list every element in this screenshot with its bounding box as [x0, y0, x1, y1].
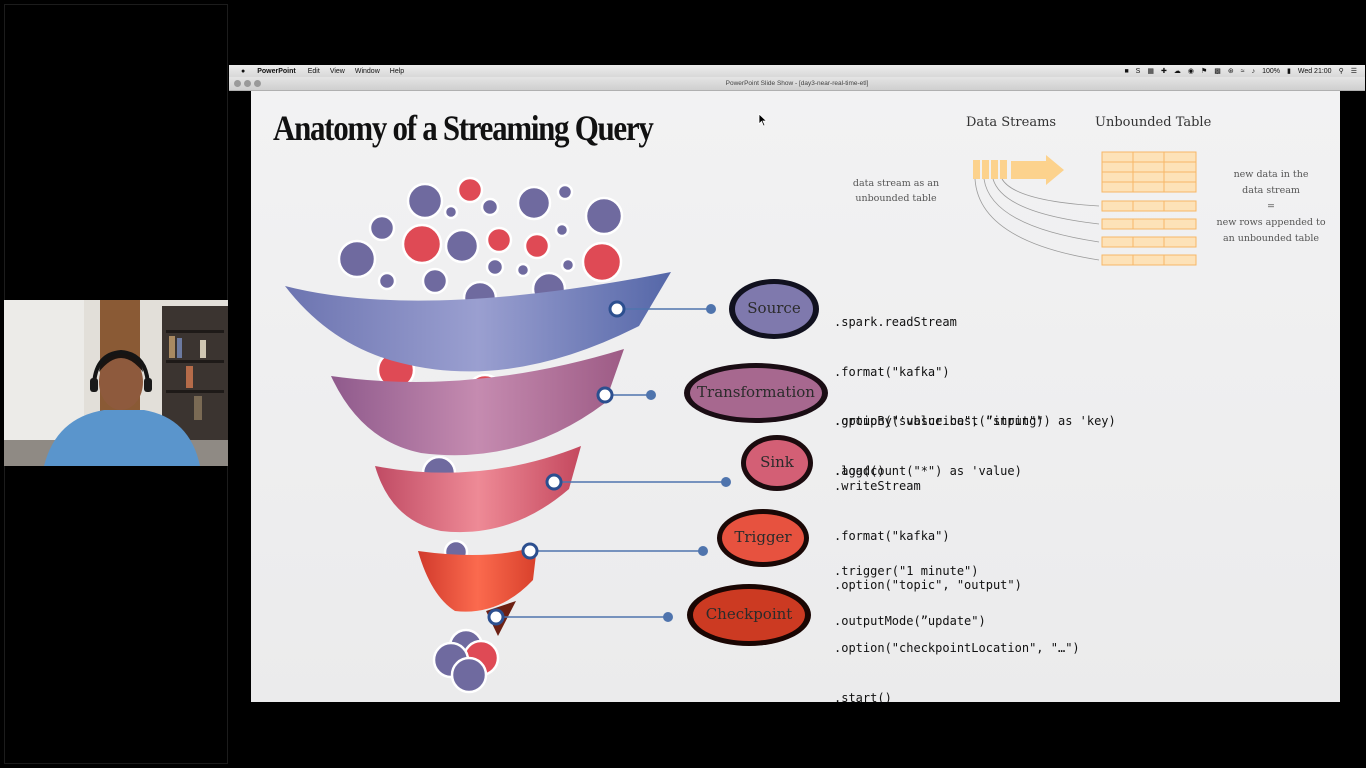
- left-note: data stream as an unbounded table: [841, 176, 951, 206]
- display-icon[interactable]: ▩: [1214, 68, 1221, 75]
- minimize-window-button[interactable]: [244, 80, 251, 87]
- left-note-line: unbounded table: [855, 193, 937, 204]
- apple-icon[interactable]: ●: [241, 67, 246, 75]
- code-trigger: .trigger("1 minute") .outputMode(”update…: [834, 530, 986, 662]
- menu-list-icon[interactable]: ☰: [1350, 68, 1357, 75]
- connector-endpoints: [487, 300, 731, 626]
- window-title: PowerPoint Slide Show - [day3-near-real-…: [725, 80, 869, 87]
- right-note-line: data stream: [1242, 185, 1300, 196]
- window-title-bar: PowerPoint Slide Show - [day3-near-real-…: [229, 77, 1365, 91]
- cloud-icon[interactable]: ☁: [1173, 68, 1181, 75]
- code-line: .option("subscribe", ”input"): [834, 414, 1044, 428]
- code-line: .start(): [834, 690, 892, 703]
- webcam-video: [4, 300, 228, 466]
- gamepad-icon[interactable]: ✚: [1160, 68, 1167, 75]
- flag-icon[interactable]: ⚑: [1200, 68, 1208, 75]
- volume-icon[interactable]: ♪: [1251, 67, 1256, 75]
- stage-label-checkpoint: Checkpoint: [705, 605, 793, 623]
- unbounded-table-diagram: [973, 151, 1197, 266]
- code-line: .load(): [834, 463, 885, 478]
- left-note-line: data stream as an: [852, 178, 940, 189]
- code-line: .spark.readStream: [834, 315, 957, 329]
- wifi-icon[interactable]: ≈: [1240, 67, 1245, 75]
- slide[interactable]: Anatomy of a Streaming Query: [251, 91, 1340, 702]
- menu-window[interactable]: Window: [354, 67, 380, 75]
- menu-app-powerpoint[interactable]: PowerPoint: [257, 67, 296, 75]
- code-source: .spark.readStream .format("kafka") .opti…: [834, 281, 1044, 512]
- car-icon[interactable]: ■: [1124, 67, 1129, 75]
- stage-label-trigger: Trigger: [734, 528, 792, 546]
- presenter-video-frame: [4, 300, 228, 466]
- menu-edit[interactable]: Edit: [307, 67, 320, 75]
- code-line: .writeStream: [834, 479, 921, 493]
- code-line: .option("checkpointLocation", "…"): [834, 641, 1080, 655]
- code-checkpoint: .option("checkpointLocation", "…") .star…: [834, 607, 1080, 702]
- bluetooth-icon[interactable]: ⊛: [1227, 68, 1234, 75]
- stage-label-sink: Sink: [760, 453, 794, 471]
- code-line: .outputMode(”update"): [834, 613, 986, 628]
- battery-percent: 100%: [1262, 67, 1280, 75]
- stage-blobs: [684, 279, 828, 646]
- evernote-icon[interactable]: ◉: [1187, 68, 1194, 75]
- menu-view[interactable]: View: [329, 67, 345, 75]
- right-note-line: new rows appended to: [1216, 217, 1326, 228]
- grid-icon[interactable]: ▦: [1147, 68, 1154, 75]
- code-sink: .writeStream .format("kafka") .option("t…: [834, 445, 1022, 627]
- stage-label-transformation: Transformation: [697, 383, 815, 401]
- slide-title: Anatomy of a Streaming Query: [273, 108, 654, 148]
- funnel-ribbons: [285, 272, 671, 636]
- right-note: new data in the data stream = new rows a…: [1211, 167, 1331, 247]
- clock[interactable]: Wed 21:00: [1297, 67, 1332, 75]
- right-note-line: =: [1267, 201, 1275, 212]
- close-window-button[interactable]: [234, 80, 241, 87]
- connector-lines: [496, 308, 726, 618]
- code-transformation: .groupBy('value.cast("string") as 'key) …: [834, 380, 1116, 512]
- menu-help[interactable]: Help: [389, 67, 405, 75]
- unbounded-table-label: Unbounded Table: [1095, 115, 1212, 130]
- zoom-window-button[interactable]: [254, 80, 261, 87]
- menu-bar: ● PowerPoint Edit View Window Help ■ S ▦…: [229, 65, 1365, 77]
- battery-icon[interactable]: ▮: [1286, 68, 1291, 75]
- code-line: .format("kafka"): [834, 364, 950, 379]
- mouse-cursor: [758, 113, 768, 132]
- right-note-line: an unbounded table: [1222, 233, 1320, 244]
- code-line: .option("topic", "output"): [834, 578, 1022, 592]
- search-icon[interactable]: ⚲: [1338, 68, 1344, 75]
- right-note-line: new data in the: [1233, 169, 1309, 180]
- code-line: .trigger("1 minute"): [834, 564, 979, 578]
- code-line: .groupBy('value.cast("string") as 'key): [834, 414, 1116, 428]
- code-line: .agg(count("*") as 'value): [834, 463, 1022, 478]
- status-area: ■ S ▦ ✚ ☁ ◉ ⚑ ▩ ⊛ ≈ ♪ 100% ▮ Wed 21:00 ⚲…: [1124, 67, 1365, 76]
- code-line: .format("kafka"): [834, 528, 950, 543]
- skype-icon[interactable]: S: [1135, 67, 1141, 75]
- funnel-graphic: [285, 151, 1197, 694]
- stage-label-source: Source: [747, 299, 801, 317]
- data-streams-label: Data Streams: [966, 115, 1057, 130]
